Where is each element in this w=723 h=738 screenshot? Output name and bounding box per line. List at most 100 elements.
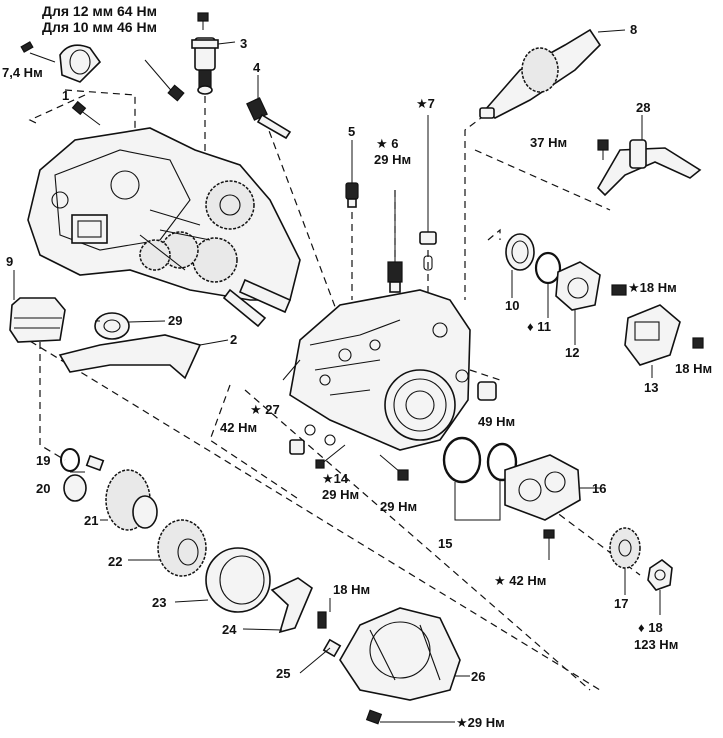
part-17-gear	[609, 527, 641, 569]
label-19: 19	[36, 453, 50, 468]
bolt-42nm	[543, 529, 555, 560]
dash-line-8	[464, 114, 486, 300]
header-torque-12mm: Для 12 мм 64 Нм	[42, 3, 157, 19]
label-4: 4	[253, 60, 261, 75]
label-21: 21	[84, 513, 98, 528]
label-14: ★14	[322, 471, 349, 486]
torque-29-bolt: 29 Нм	[380, 499, 417, 514]
label-8: 8	[630, 22, 637, 37]
torque-123: 123 Нм	[634, 637, 678, 652]
torque-18-star: ★18 Нм	[628, 280, 677, 295]
transmission-housing	[289, 289, 471, 451]
part-6-sensor	[387, 190, 403, 293]
part-28-shift-lever	[596, 115, 702, 197]
label-1: 1	[62, 88, 69, 103]
part-13-bracket	[611, 284, 704, 366]
label-15: 15	[438, 536, 452, 551]
part-22-synchro	[157, 519, 207, 577]
part-24-shift-fork	[242, 577, 313, 634]
torque-29-bottom: ★29 Нм	[456, 715, 505, 730]
label-9: 9	[6, 254, 13, 269]
label-16: 16	[592, 481, 606, 496]
case-gear-2	[192, 237, 238, 283]
bolt-29nm	[379, 454, 409, 481]
part-10-shim	[505, 233, 535, 271]
label-11: ♦ 11	[527, 319, 551, 334]
label-20: 20	[36, 481, 50, 496]
part-8-selector-shaft	[479, 28, 626, 119]
labels: Для 12 мм 64 Нм Для 10 мм 46 Нм 7,4 Нм 1…	[2, 3, 712, 730]
case-gear-1	[205, 180, 255, 230]
bolt-small-top	[197, 12, 209, 30]
label-25: 25	[276, 666, 290, 681]
part-15-snap-rings	[442, 436, 518, 521]
part-26-end-cover	[339, 607, 470, 725]
part-12-retainer	[555, 261, 601, 311]
label-23: 23	[152, 595, 166, 610]
part-18-nut	[647, 559, 673, 591]
dash-line-15	[469, 369, 501, 381]
part-11-o-ring	[534, 251, 562, 285]
label-28: 28	[636, 100, 650, 115]
label-17: 17	[614, 596, 628, 611]
part-3-speed-sensor	[191, 37, 236, 95]
label-18: ♦ 18	[638, 620, 663, 635]
torque-42-p27: 42 Нм	[220, 420, 257, 435]
dash-line-1	[28, 94, 86, 126]
part-27-bolt	[289, 424, 336, 455]
input-shaft	[222, 288, 267, 328]
part-29-oil-seal	[94, 312, 166, 340]
leader-lines	[70, 270, 661, 674]
dash-line-2	[64, 89, 136, 135]
torque-42-star: ★ 42 Нм	[494, 573, 546, 588]
part-23-sleeve	[205, 547, 271, 613]
torque-29-p14: 29 Нм	[322, 487, 359, 502]
dash-line-14	[539, 499, 641, 576]
part-9-boot	[9, 270, 66, 343]
torque-18-p25: 18 Нм	[333, 582, 370, 597]
bolt-left-case	[71, 100, 101, 126]
label-6: ★ 6	[376, 136, 399, 151]
label-22: 22	[108, 554, 122, 569]
plug-49nm	[455, 369, 497, 401]
part-14-stud	[315, 444, 346, 469]
label-24: 24	[222, 622, 237, 637]
output-shaft	[238, 278, 292, 314]
dash-line-12	[19, 334, 601, 691]
dash-line-10	[487, 228, 501, 241]
dash-line-11	[39, 330, 66, 461]
label-7: ★7	[416, 96, 435, 111]
housing-bore	[384, 369, 456, 441]
part-25-bolt	[317, 611, 342, 658]
dash-line-9	[474, 149, 611, 211]
label-26: 26	[471, 669, 485, 684]
transmission-case	[27, 127, 301, 328]
label-2: 2	[230, 332, 237, 347]
torque-37: 37 Нм	[530, 135, 567, 150]
part-7-plug	[419, 115, 437, 271]
part-1-cover	[20, 41, 102, 83]
header-torque-10mm: Для 10 мм 46 Нм	[42, 19, 157, 35]
label-13: 13	[644, 380, 658, 395]
part-19-ring	[60, 448, 80, 472]
label-27: ★ 27	[250, 402, 280, 417]
label-3: 3	[240, 36, 247, 51]
part-2-release-fork	[58, 334, 229, 380]
label-5: 5	[348, 124, 355, 139]
torque-7-4: 7,4 Нм	[2, 65, 43, 80]
case-gear-4	[139, 239, 171, 271]
torque-29-p6: 29 Нм	[374, 152, 411, 167]
part-20-bearing	[63, 454, 105, 502]
label-12: 12	[565, 345, 579, 360]
part-4-switch	[246, 75, 292, 140]
label-10: 10	[505, 298, 519, 313]
bolt-12mm	[144, 59, 185, 102]
case-window	[71, 214, 108, 244]
torque-49: 49 Нм	[478, 414, 515, 429]
torque-18-p13: 18 Нм	[675, 361, 712, 376]
part-5-switch	[345, 140, 359, 208]
part-16-gasket	[504, 454, 600, 521]
part-21-gear	[105, 469, 158, 531]
